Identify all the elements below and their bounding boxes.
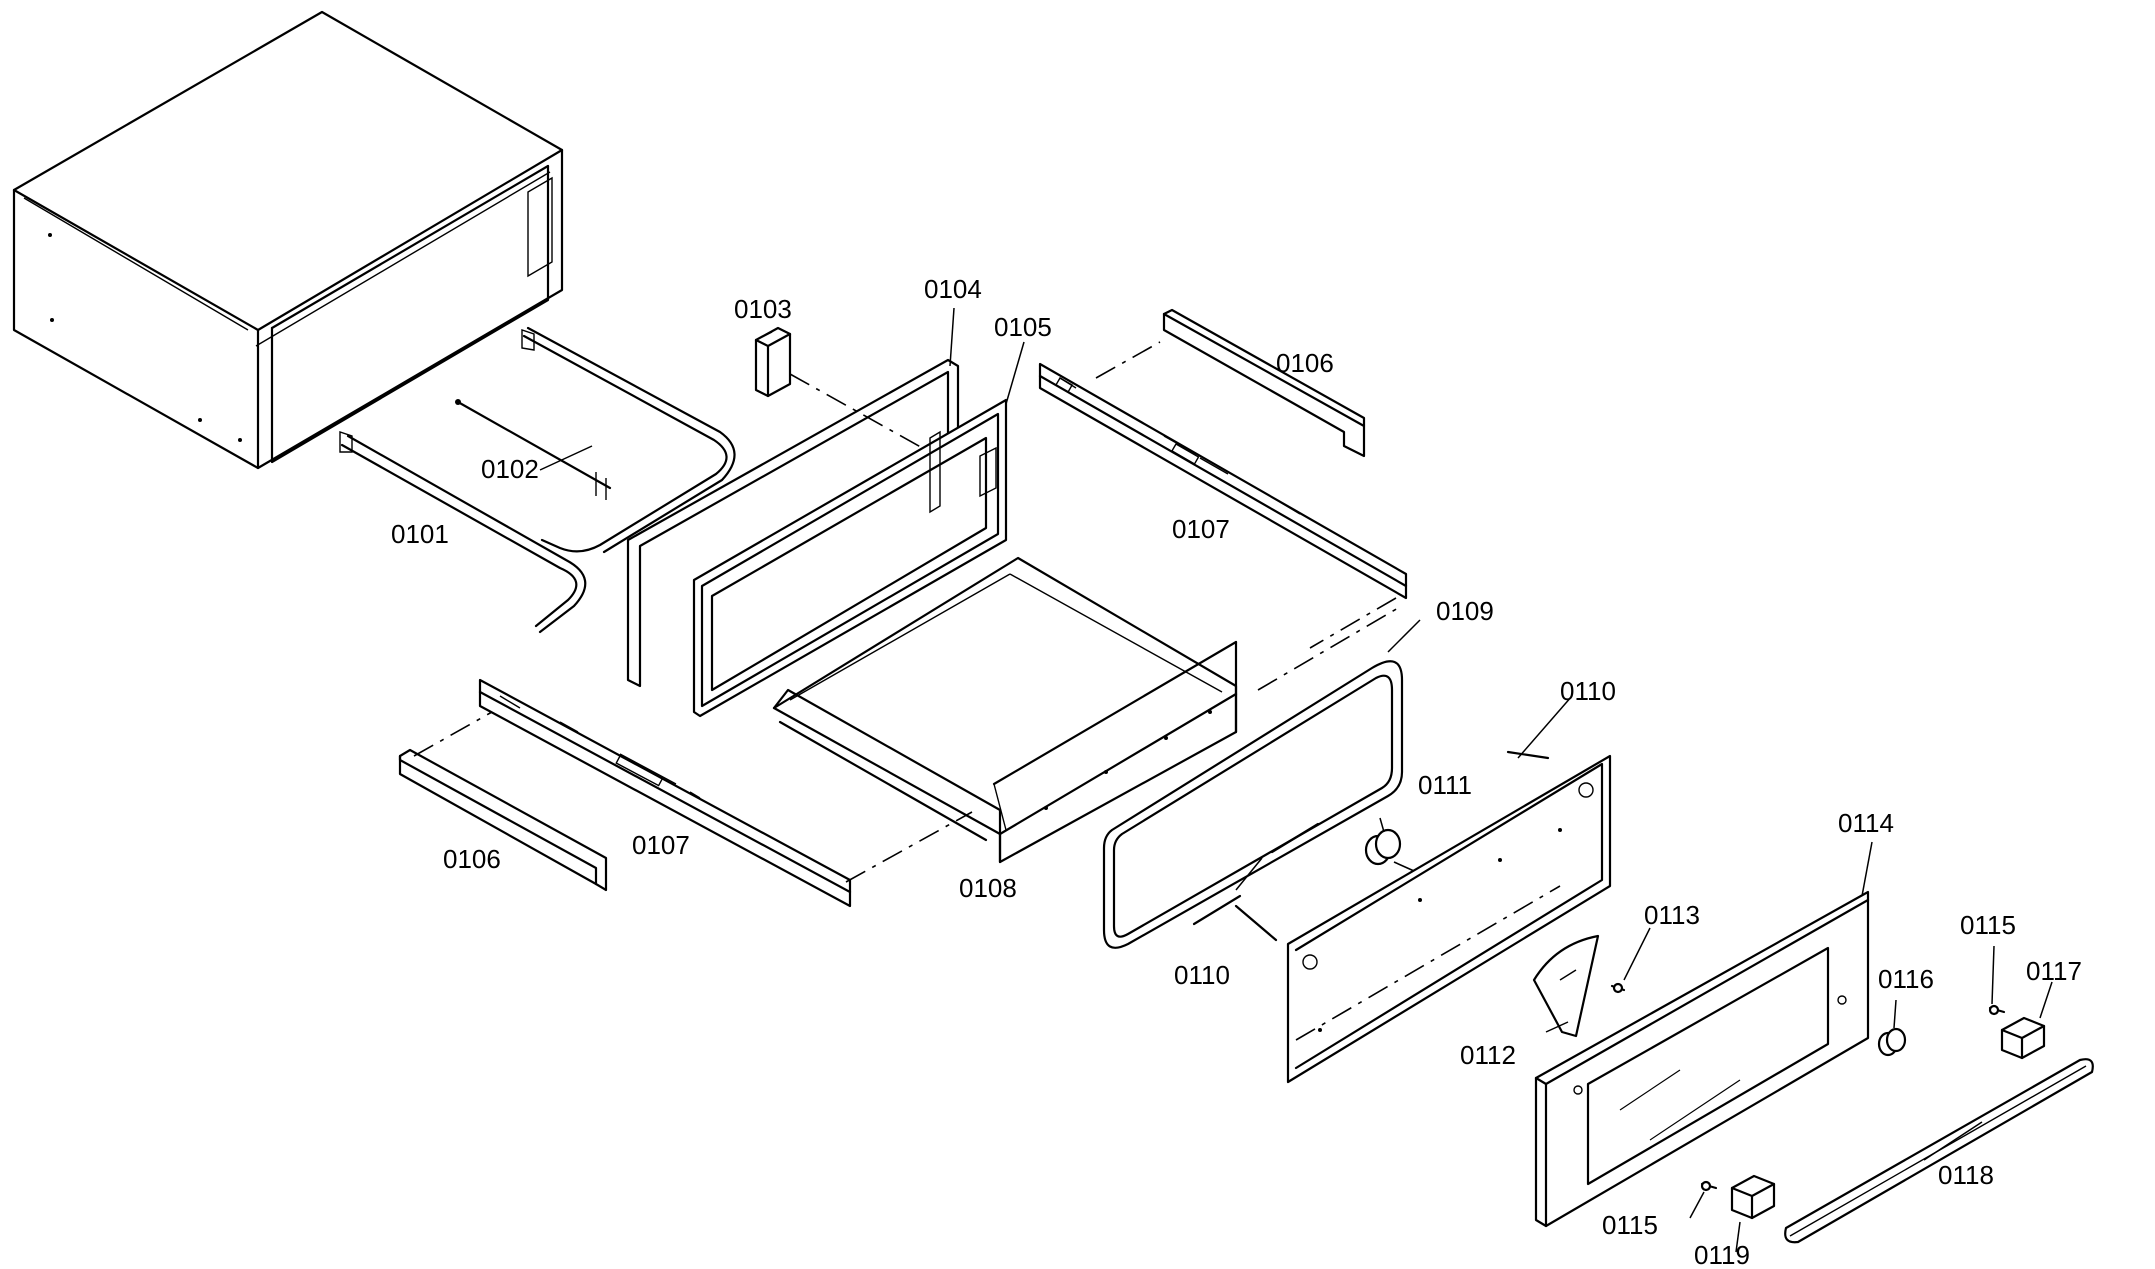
slide-rail-right: [1038, 362, 1408, 600]
heating-element-loop: [339, 326, 736, 634]
drawer-tub: [772, 556, 1238, 864]
housing-box: [12, 10, 564, 470]
callout-0102: 0102: [481, 454, 539, 484]
callout-0101: 0101: [391, 519, 449, 549]
door-inner-panel: [1286, 754, 1612, 1084]
callout-0115-top: 0115: [1960, 910, 2016, 940]
callout-0105: 0105: [994, 312, 1052, 342]
callout-0113: 0113: [1644, 900, 1700, 930]
clamp-plate: [1532, 934, 1600, 1038]
callout-labels: 0101 0102 0103 0104 0105 0106 0107 0109 …: [391, 274, 2082, 1269]
callout-0110-bottom: 0110: [1174, 960, 1230, 990]
callout-0107-bottom: 0107: [632, 830, 690, 860]
switch-component: [754, 326, 792, 398]
screw-0115-lower: [1700, 1180, 1718, 1192]
callout-0109: 0109: [1436, 596, 1494, 626]
callout-0115-bottom: 0115: [1602, 1210, 1658, 1240]
callout-0104: 0104: [924, 274, 982, 304]
callout-0111: 0111: [1418, 770, 1472, 800]
callout-0108: 0108: [959, 873, 1017, 903]
sensor-rod: [455, 399, 612, 500]
callout-0103: 0103: [734, 294, 792, 324]
callout-0106-top: 0106: [1276, 348, 1334, 378]
screw-0113: [1610, 982, 1626, 994]
callout-0117: 0117: [2026, 956, 2082, 986]
door-rods: [1192, 750, 1550, 942]
inner-door-panel: [692, 398, 1008, 718]
door-seal-gasket: [1102, 660, 1404, 949]
callout-0112: 0112: [1460, 1040, 1516, 1070]
leader-lines: [539, 307, 2053, 1253]
knob: [1364, 828, 1402, 866]
callout-0114: 0114: [1838, 808, 1894, 838]
callout-0116: 0116: [1878, 964, 1934, 994]
bracket-right: [1162, 308, 1366, 458]
handle-bracket-left: [1730, 1174, 1776, 1220]
callout-0118: 0118: [1938, 1160, 1994, 1190]
callout-0110-top: 0110: [1560, 676, 1616, 706]
bushing: [1877, 1027, 1907, 1057]
callout-0106-bottom: 0106: [443, 844, 501, 874]
bracket-left: [398, 748, 608, 892]
slide-rail-left: [478, 678, 852, 908]
callout-0107-top: 0107: [1172, 514, 1230, 544]
handle-bracket-right: [2000, 1016, 2046, 1060]
screw-0115-upper: [1988, 1004, 2006, 1016]
outer-glass-door: [1534, 890, 1870, 1228]
callout-0119: 0119: [1694, 1240, 1750, 1269]
